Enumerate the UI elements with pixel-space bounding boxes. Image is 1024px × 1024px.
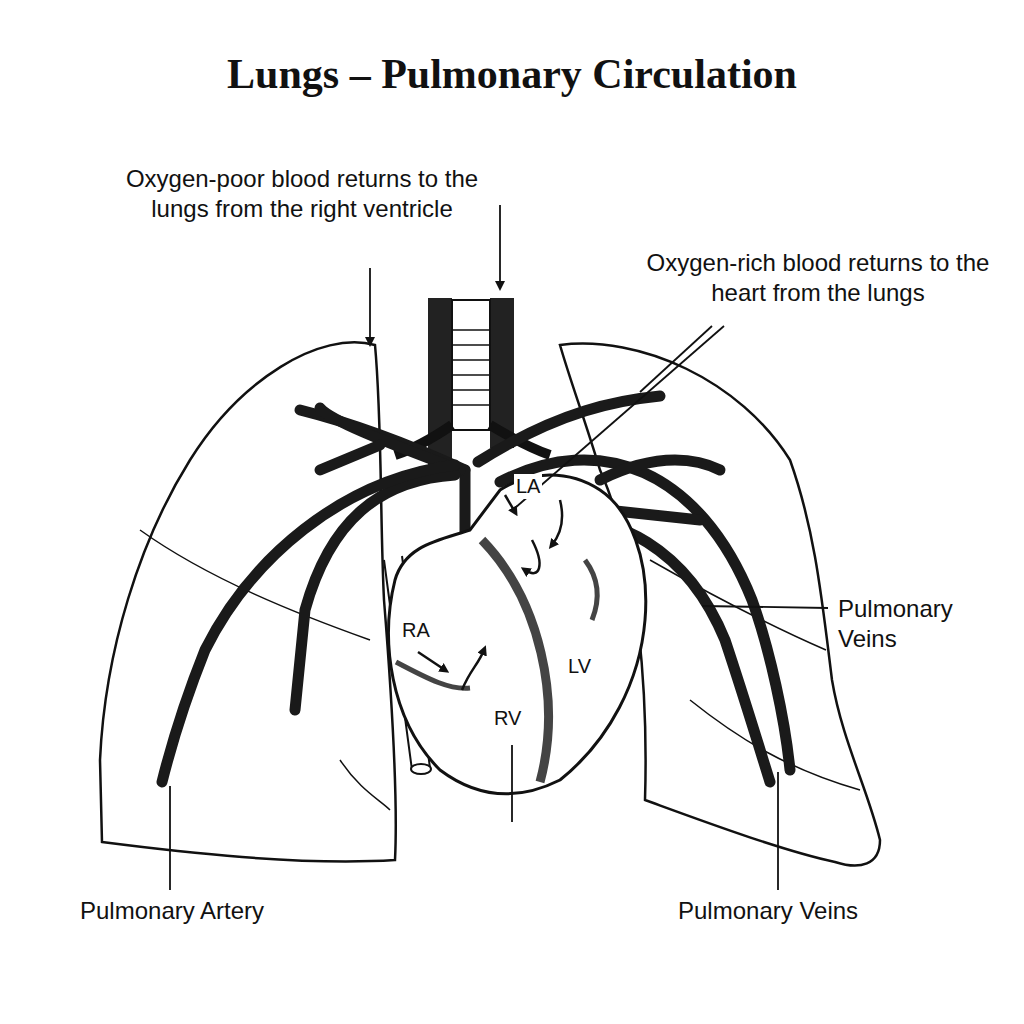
flow-arrows — [418, 495, 562, 690]
lobe-line — [340, 760, 390, 810]
callout-text: Oxygen-poor blood returns to the lungs f… — [112, 164, 492, 224]
leader-lines — [170, 205, 828, 890]
chamber-label: LA — [514, 474, 542, 499]
callout-text: Oxygen-rich blood returns to the heart f… — [628, 248, 1008, 308]
trachea-rings — [452, 330, 490, 405]
vessel-opening — [411, 764, 431, 774]
vessel-label: Pulmonary Veins — [836, 594, 980, 654]
chamber-wall — [585, 560, 597, 620]
vessel-label: Pulmonary Veins — [676, 896, 860, 926]
heart-outline — [389, 475, 646, 794]
chamber-wall — [396, 662, 470, 688]
chamber-label: RV — [492, 706, 523, 731]
lobe-line — [690, 700, 860, 790]
trachea — [452, 300, 490, 430]
septum — [482, 540, 548, 782]
chamber-label: RA — [400, 618, 432, 643]
diagram-title: Lungs – Pulmonary Circulation — [0, 50, 1024, 98]
vessel-label: Pulmonary Artery — [78, 896, 266, 926]
chamber-label: LV — [566, 654, 593, 679]
